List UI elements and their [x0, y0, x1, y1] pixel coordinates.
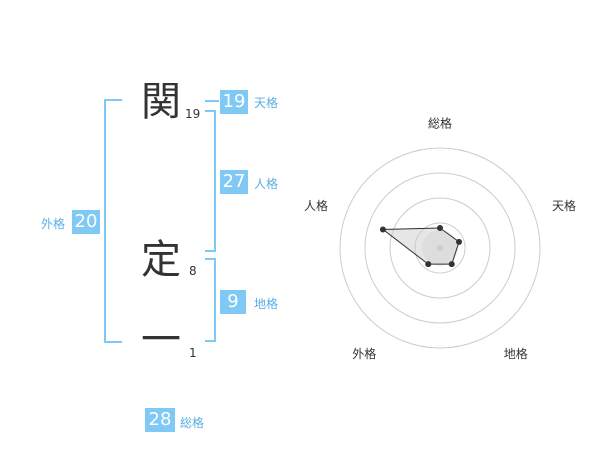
stroke-count-1: 19 — [185, 107, 201, 121]
radar-point-4 — [425, 261, 432, 268]
soukaku-value-badge: 28 — [145, 408, 175, 432]
tenkaku-value-badge: 19 — [220, 90, 248, 114]
jinkaku-value-badge: 27 — [220, 170, 248, 194]
radar-axis-label-4: 外格 — [352, 346, 376, 361]
stroke-count-2: 8 — [189, 264, 197, 278]
tenkaku-label: 天格 — [254, 96, 279, 110]
radar-ring-2 — [389, 197, 491, 299]
chikaku-bracket — [205, 258, 216, 342]
gaikaku-bracket — [104, 99, 122, 343]
gaikaku-value-badge: 20 — [72, 210, 100, 234]
name-char-1: 関 — [141, 79, 181, 125]
stroke-count-3: 1 — [189, 346, 197, 360]
name-char-3: 一 — [141, 317, 181, 363]
radar-point-3 — [448, 261, 455, 268]
radar-ring-4 — [339, 147, 541, 349]
gaikaku-label: 外格 — [41, 217, 66, 231]
soukaku-label: 総格 — [180, 416, 205, 430]
radar-axis-label-3: 地格 — [504, 346, 528, 361]
radar-point-1 — [437, 225, 443, 231]
radar-axis-label-5: 人格 — [304, 198, 328, 213]
radar-point-5 — [379, 226, 386, 233]
radar-point-2 — [456, 238, 463, 245]
radar-ring-1 — [414, 222, 466, 274]
radar-axis-label-2: 天格 — [552, 198, 576, 213]
chikaku-value-badge: 9 — [220, 290, 246, 314]
chikaku-label: 地格 — [254, 297, 279, 311]
jinkaku-label: 人格 — [254, 177, 279, 191]
name-char-2: 定 — [141, 237, 181, 283]
radar-ring-3 — [364, 172, 516, 324]
tenkaku-connector — [205, 100, 219, 102]
radar-axis-label-1: 総格 — [428, 116, 452, 131]
radar-center-dot — [437, 245, 443, 251]
radar-value-polygon — [381, 227, 460, 265]
jinkaku-bracket — [205, 110, 216, 252]
